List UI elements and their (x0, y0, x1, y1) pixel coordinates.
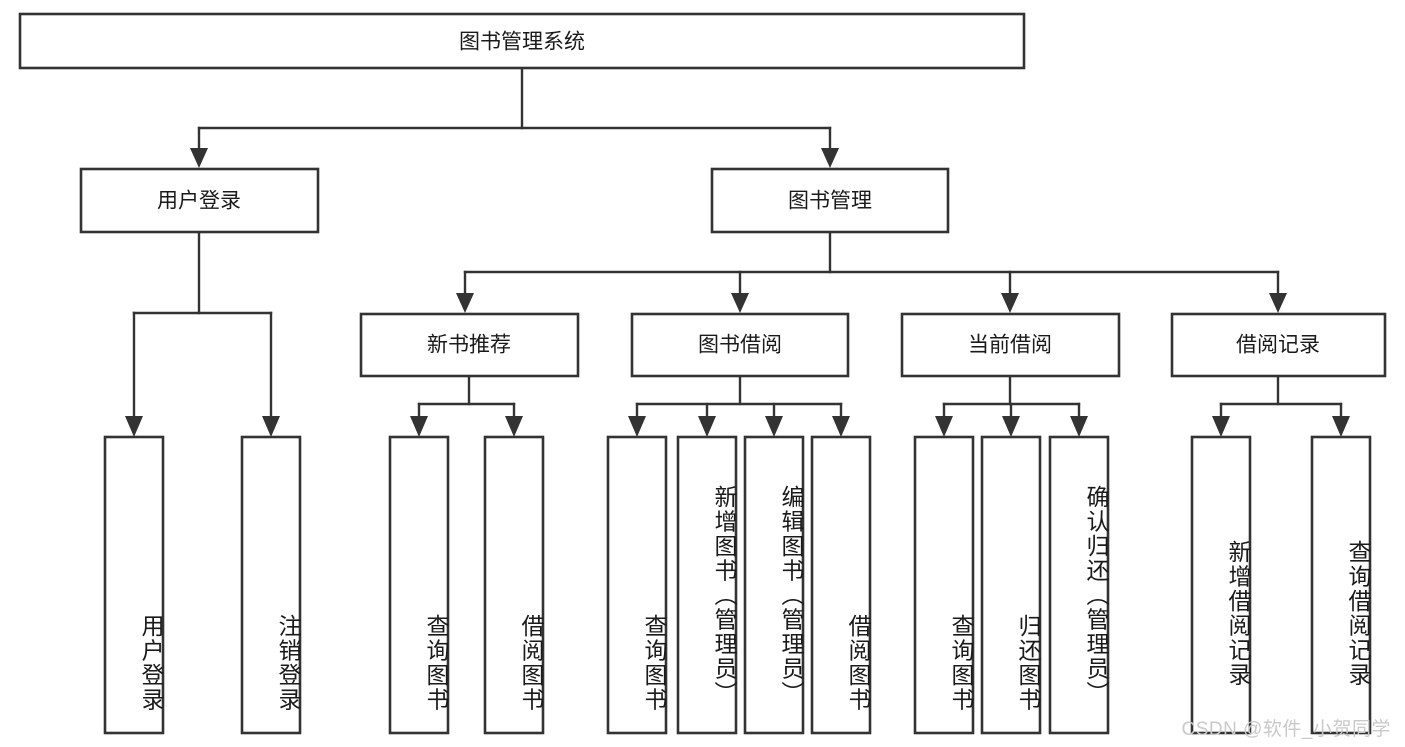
label-user-login: 用户登录 (157, 190, 241, 213)
node-box-leaf-user-login[interactable] (103, 435, 165, 735)
connector-group-root-to-level2 (190, 66, 839, 168)
node-box-current-borrow[interactable] (900, 312, 1121, 378)
connector-group-current-borrow-to-leaves (935, 375, 1088, 437)
node-box-leaf-bb-edit-book[interactable] (743, 435, 805, 735)
node-box-leaf-br-add-record[interactable] (1190, 435, 1252, 735)
label-current-borrow: 当前借阅 (968, 334, 1052, 357)
node-box-book-borrow[interactable] (630, 312, 850, 378)
label-borrow-record: 借阅记录 (1236, 334, 1320, 357)
arrow-head-bb-leaf-2 (698, 416, 716, 437)
node-box-leaf-nb-query-book[interactable] (388, 435, 450, 735)
label-new-book-recommend: 新书推荐 (427, 334, 511, 357)
connector-group-borrow-record-to-leaves (1212, 375, 1350, 437)
arrow-head-br-leaf-1 (1212, 416, 1230, 437)
node-box-leaf-bb-query-book[interactable] (606, 435, 668, 735)
connector-group-book-manage-to-level3 (456, 231, 1287, 313)
label-root: 图书管理系统 (459, 31, 585, 54)
node-box-borrow-record[interactable] (1170, 312, 1387, 378)
node-box-leaf-cb-confirm-return[interactable] (1048, 435, 1110, 735)
arrow-head-book-manage (821, 148, 839, 168)
node-box-leaf-cb-query-book[interactable] (913, 435, 975, 735)
csdn-watermark: CSDN @软件_小贺同学 (1181, 719, 1391, 740)
arrow-head-leaf-user-login (125, 416, 143, 437)
node-box-leaf-bb-borrow-book[interactable] (810, 435, 872, 735)
arrow-head-nb-leaf-1 (410, 416, 428, 437)
arrow-head-br-leaf-2 (1332, 416, 1350, 437)
connector-group-user-login-to-leaves (125, 231, 280, 437)
arrow-head-current-borrow (1001, 293, 1019, 313)
node-box-new-book-recommend[interactable] (359, 312, 580, 378)
node-box-leaf-bb-add-book[interactable] (676, 435, 738, 735)
arrow-head-cb-leaf-3 (1070, 416, 1088, 437)
node-box-user-login[interactable] (79, 167, 320, 234)
arrow-head-book-borrow (731, 293, 749, 313)
node-box-book-manage[interactable] (710, 167, 950, 234)
node-box-root[interactable] (18, 12, 1026, 70)
arrow-head-bb-leaf-4 (832, 416, 850, 437)
arrow-head-nb-leaf-2 (505, 416, 523, 437)
arrow-head-new-book (456, 293, 474, 313)
connector-group-book-borrow-to-leaves (628, 375, 850, 437)
arrow-head-bb-leaf-1 (628, 416, 646, 437)
label-book-manage: 图书管理 (788, 190, 872, 213)
connector-group-new-book-to-leaves (410, 375, 523, 437)
arrow-head-cb-leaf-1 (935, 416, 953, 437)
node-box-leaf-br-query-record[interactable] (1310, 435, 1372, 735)
arrow-head-borrow-record (1269, 293, 1287, 313)
node-box-leaf-logout[interactable] (240, 435, 302, 735)
arrow-head-bb-leaf-3 (765, 416, 783, 437)
arrow-head-user-login (190, 148, 208, 168)
node-box-leaf-cb-return-book[interactable] (980, 435, 1042, 735)
arrow-head-cb-leaf-2 (1002, 416, 1020, 437)
label-book-borrow: 图书借阅 (698, 334, 782, 357)
node-box-leaf-nb-borrow-book[interactable] (483, 435, 545, 735)
arrow-head-leaf-logout (262, 416, 280, 437)
